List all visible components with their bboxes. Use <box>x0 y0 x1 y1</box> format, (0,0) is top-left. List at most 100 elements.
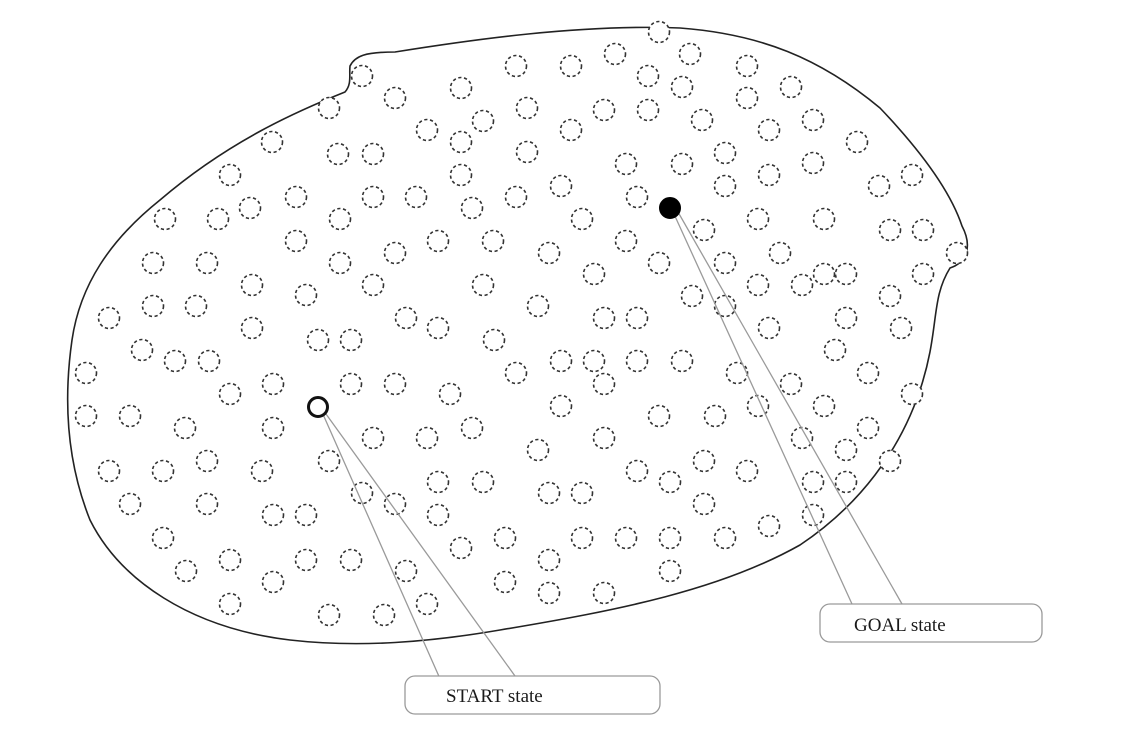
state-node <box>372 603 396 627</box>
state-node <box>670 75 694 99</box>
state-node <box>692 449 716 473</box>
state-node <box>361 426 385 450</box>
state-node <box>404 185 428 209</box>
state-node <box>294 503 318 527</box>
state-node <box>867 174 891 198</box>
state-node <box>592 581 616 605</box>
state-node <box>614 229 638 253</box>
goal-pointer-line <box>673 213 853 605</box>
state-node <box>74 404 98 428</box>
state-node <box>658 559 682 583</box>
state-node <box>582 349 606 373</box>
state-node <box>449 130 473 154</box>
state-node <box>636 64 660 88</box>
state-node <box>526 294 550 318</box>
state-node <box>878 449 902 473</box>
state-node <box>206 207 230 231</box>
state-node <box>294 548 318 572</box>
state-node <box>449 163 473 187</box>
state-node <box>426 503 450 527</box>
state-node <box>460 196 484 220</box>
state-node <box>692 492 716 516</box>
state-node <box>261 372 285 396</box>
state-node <box>680 284 704 308</box>
state-node <box>394 559 418 583</box>
state-node <box>625 185 649 209</box>
state-node <box>647 251 671 275</box>
state-node <box>328 207 352 231</box>
state-node <box>713 251 737 275</box>
state-node <box>537 481 561 505</box>
state-node <box>339 548 363 572</box>
state-node <box>383 86 407 110</box>
state-node <box>415 592 439 616</box>
state-node <box>603 42 627 66</box>
state-node <box>471 109 495 133</box>
state-node <box>326 142 350 166</box>
state-node <box>515 96 539 120</box>
start-callout-box <box>404 675 661 715</box>
state-node <box>260 130 284 154</box>
state-node <box>218 548 242 572</box>
state-node <box>801 470 825 494</box>
state-node <box>911 218 935 242</box>
state-node <box>471 470 495 494</box>
state-node <box>834 470 858 494</box>
goal-state-node <box>659 197 681 219</box>
state-node <box>757 118 781 142</box>
state-node <box>261 503 285 527</box>
state-node <box>735 459 759 483</box>
state-node <box>549 349 573 373</box>
state-node <box>438 382 462 406</box>
state-node <box>449 76 473 100</box>
state-node <box>713 141 737 165</box>
state-node <box>878 218 902 242</box>
state-node <box>284 229 308 253</box>
state-node <box>118 492 142 516</box>
state-node <box>426 229 450 253</box>
state-node <box>757 514 781 538</box>
state-node <box>834 438 858 462</box>
goal-pointer-line <box>677 211 903 605</box>
state-node <box>526 438 550 462</box>
state-node <box>703 404 727 428</box>
state-node <box>504 185 528 209</box>
state-node <box>141 294 165 318</box>
state-node <box>184 294 208 318</box>
state-node <box>240 273 264 297</box>
state-node <box>592 372 616 396</box>
state-node <box>240 316 264 340</box>
state-node <box>900 382 924 406</box>
state-node <box>261 416 285 440</box>
state-node <box>735 86 759 110</box>
state-node <box>197 349 221 373</box>
state-space-boundary <box>66 26 969 645</box>
state-node <box>174 559 198 583</box>
state-node <box>735 54 759 78</box>
state-node <box>592 306 616 330</box>
state-node <box>493 526 517 550</box>
state-node <box>383 372 407 396</box>
state-node <box>537 241 561 265</box>
state-node <box>614 526 638 550</box>
state-node <box>415 118 439 142</box>
state-node <box>317 96 341 120</box>
goal-label: GOAL state <box>854 615 946 636</box>
state-node <box>570 481 594 505</box>
state-node <box>549 394 573 418</box>
state-node <box>614 152 638 176</box>
state-node <box>647 20 671 44</box>
state-node <box>218 163 242 187</box>
state-node <box>582 262 606 286</box>
state-node <box>493 570 517 594</box>
state-node <box>757 316 781 340</box>
state-node <box>746 273 770 297</box>
state-node <box>218 592 242 616</box>
state-node <box>339 328 363 352</box>
state-node <box>812 394 836 418</box>
state-node <box>636 98 660 122</box>
state-node <box>559 54 583 78</box>
state-node <box>856 416 880 440</box>
state-node <box>889 316 913 340</box>
